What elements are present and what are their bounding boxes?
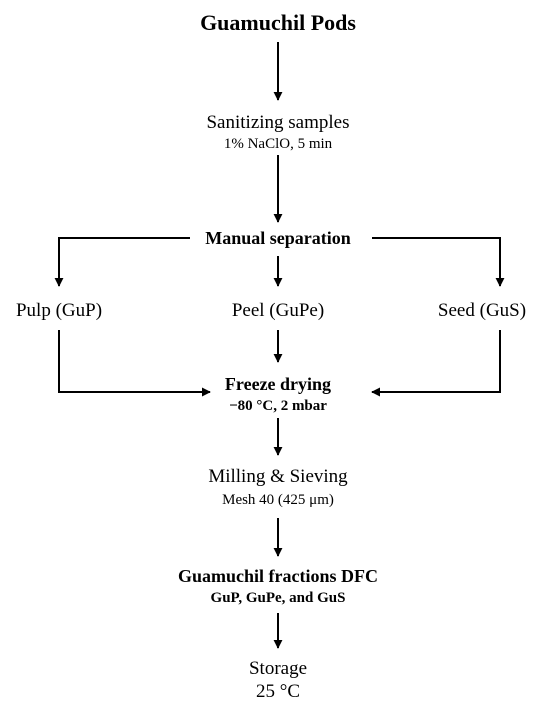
arrow-separation-to-pulp — [54, 237, 190, 287]
node-peel: Peel (GuPe) — [231, 300, 325, 321]
node-pulp: Pulp (GuP) — [15, 300, 103, 321]
node-fractions-title: Guamuchil fractions DFC — [178, 566, 378, 586]
node-guamuchil-pods: Guamuchil Pods — [200, 10, 356, 35]
node-storage-detail: 25 °C — [255, 681, 301, 702]
node-fractions-detail: GuP, GuPe, and GuS — [210, 590, 346, 606]
node-storage-title: Storage — [248, 658, 308, 679]
arrow-pulp-to-freeze — [58, 330, 211, 397]
node-freeze-drying-title: Freeze drying — [224, 374, 332, 394]
node-manual-separation: Manual separation — [205, 228, 351, 248]
node-sanitizing-title: Sanitizing samples — [206, 112, 350, 133]
arrow-seed-to-freeze — [371, 330, 501, 397]
node-milling-title: Milling & Sieving — [208, 466, 348, 487]
node-freeze-drying-detail: −80 °C, 2 mbar — [229, 398, 327, 414]
node-sanitizing-detail: 1% NaClO, 5 min — [223, 136, 333, 152]
node-milling-detail: Mesh 40 (425 μm) — [222, 492, 334, 508]
arrow-separation-to-seed — [372, 237, 505, 287]
node-seed: Seed (GuS) — [437, 300, 527, 321]
